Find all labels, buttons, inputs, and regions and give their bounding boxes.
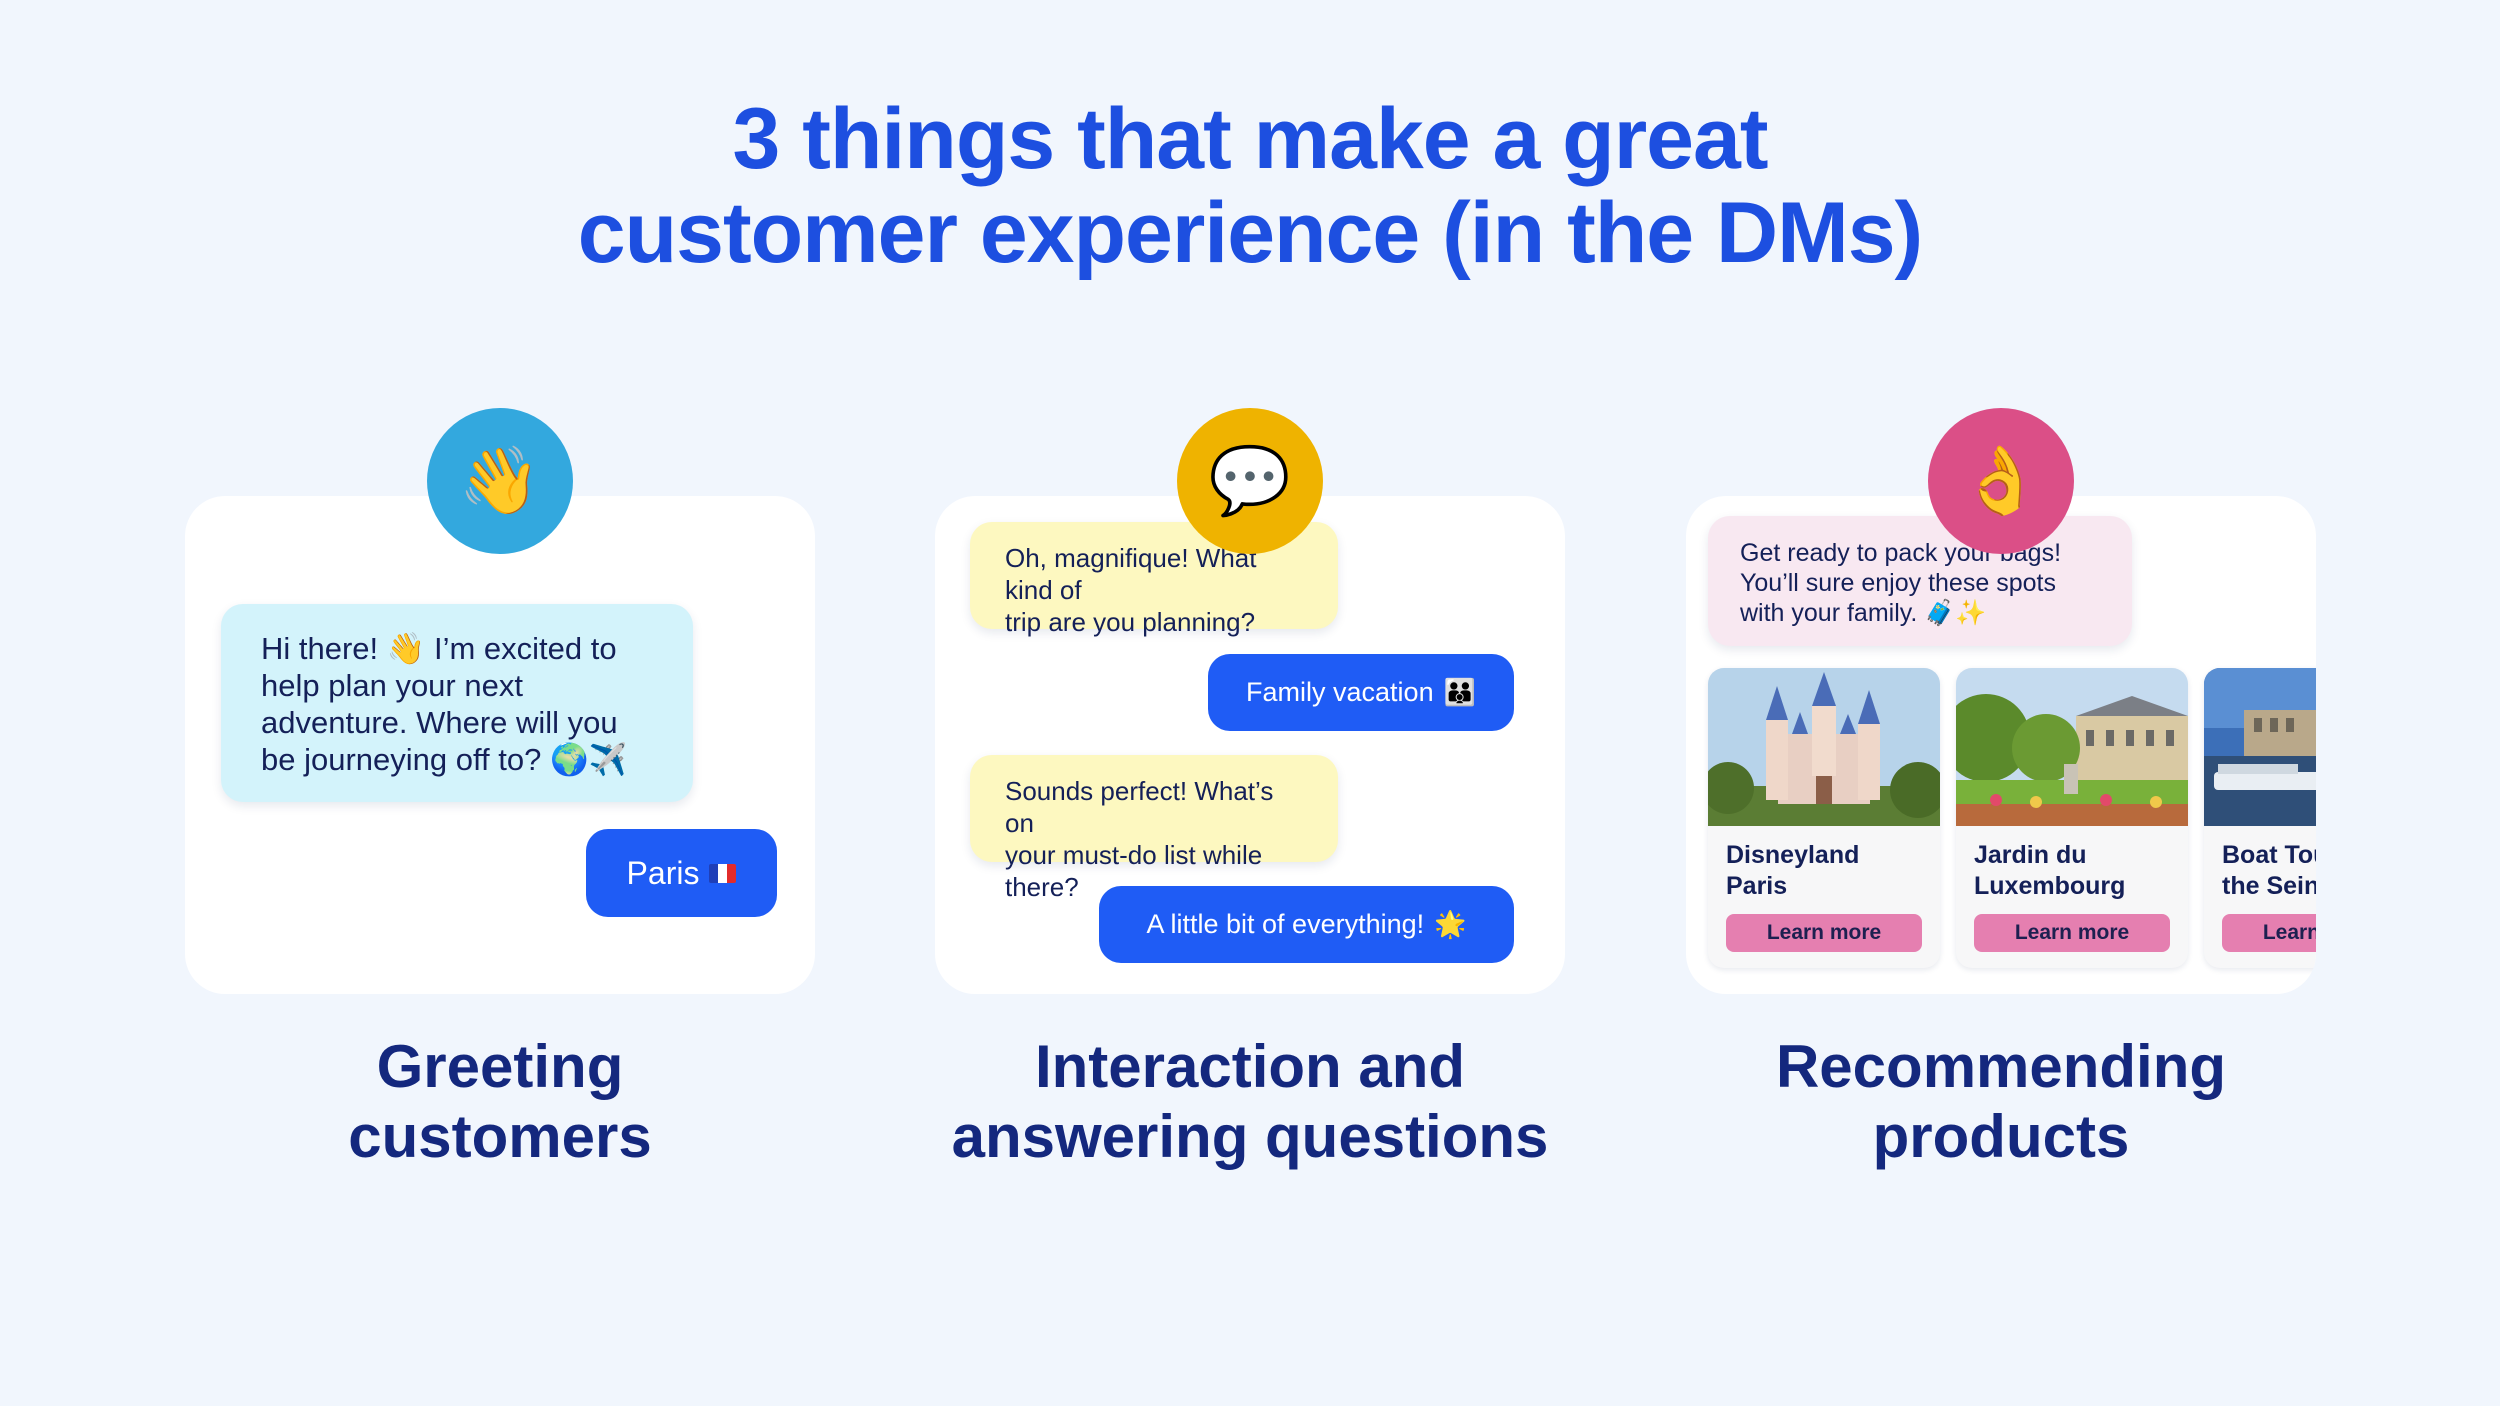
speech-balloon-icon: 💬 <box>1177 408 1323 554</box>
caption-line: products <box>1872 1103 2130 1170</box>
bot-message-bubble: Hi there! 👋 I’m excited to help plan you… <box>221 604 693 802</box>
badge-glyph: 👋 <box>458 442 542 519</box>
product-name-line: Jardin du <box>1974 841 2087 869</box>
user-message-text: A little bit of everything! <box>1146 909 1425 939</box>
bot-message-line: Sounds perfect! What’s on <box>1005 776 1274 838</box>
caption-line: Interaction and <box>1034 1033 1466 1100</box>
product-name-line: Paris <box>1726 872 1788 900</box>
user-message-bubble: Family vacation 👪 <box>1208 654 1514 731</box>
bot-message-line: your must-do list while there? <box>1005 840 1263 902</box>
title-line-2: customer experience (in the DMs) <box>577 185 1923 281</box>
section-caption: Recommending products <box>1651 1032 2351 1172</box>
section-caption: Interaction and answering questions <box>900 1032 1600 1172</box>
bot-message-bubble: Sounds perfect! What’s on your must-do l… <box>970 755 1338 902</box>
bot-message-line: be journeying off to? 🌍✈️ <box>261 742 628 777</box>
garden-image <box>1956 668 2188 826</box>
caption-line: Recommending <box>1775 1033 2227 1100</box>
product-name-line: the Seine <box>2222 872 2316 900</box>
caption-line: customers <box>348 1103 652 1170</box>
product-name-line: Disneyland <box>1726 841 1860 869</box>
family-emoji-icon: 👪 <box>1443 677 1476 708</box>
bot-message-line: help plan your next <box>261 668 523 703</box>
waving-hand-icon: 👋 <box>427 408 573 554</box>
bot-message-line: with your family. 🧳✨ <box>1740 599 1987 627</box>
greeting-card: Hi there! 👋 I’m excited to help plan you… <box>185 496 815 994</box>
bot-message-bubble: Get ready to pack your bags! You’ll sure… <box>1708 516 2132 646</box>
castle-image <box>1708 668 1940 826</box>
bot-message-line: adventure. Where will you <box>261 705 618 740</box>
product-name: Boat Tour the Seine <box>2222 840 2316 902</box>
product-name-line: Boat Tour <box>2222 841 2316 869</box>
product-card[interactable]: Boat Tour the Seine Learn more <box>2204 668 2316 968</box>
product-card[interactable]: Jardin du Luxembourg Learn more <box>1956 668 2188 968</box>
user-message-text: Family vacation <box>1246 677 1434 707</box>
user-message-bubble: Paris <box>586 829 777 917</box>
page-title: 3 things that make a great customer expe… <box>0 92 2500 280</box>
learn-more-button[interactable]: Learn more <box>1726 914 1922 952</box>
title-line-1: 3 things that make a great <box>732 91 1769 187</box>
product-name: Disneyland Paris <box>1726 840 1936 902</box>
learn-more-button[interactable]: Learn more <box>2222 914 2316 952</box>
badge-glyph: 💬 <box>1208 442 1292 519</box>
bot-message-line: Hi there! 👋 I’m excited to <box>261 631 617 666</box>
bot-message-line: You’ll sure enjoy these spots <box>1740 569 2056 597</box>
recommend-card: Get ready to pack your bags! You’ll sure… <box>1686 496 2316 994</box>
caption-line: Greeting <box>376 1033 624 1100</box>
bot-message-line: Oh, magnifique! What kind of <box>1005 543 1257 605</box>
user-message-text: Paris <box>626 854 700 891</box>
bot-message-line: trip are you planning? <box>1005 607 1256 637</box>
product-name: Jardin du Luxembourg <box>1974 840 2184 902</box>
river-image <box>2204 668 2316 826</box>
product-card[interactable]: Disneyland Paris Learn more <box>1708 668 1940 968</box>
ok-hand-icon: 👌 <box>1928 408 2074 554</box>
badge-glyph: 👌 <box>1959 442 2043 519</box>
interaction-card: Oh, magnifique! What kind of trip are yo… <box>935 496 1565 994</box>
product-name-line: Luxembourg <box>1974 872 2126 900</box>
bot-message-line: Get ready to pack your bags! <box>1740 539 2062 567</box>
star-emoji-icon: 🌟 <box>1434 909 1467 940</box>
france-flag-icon <box>709 863 737 883</box>
caption-line: answering questions <box>951 1103 1549 1170</box>
section-caption: Greeting customers <box>150 1032 850 1172</box>
user-message-bubble: A little bit of everything! 🌟 <box>1099 886 1514 963</box>
learn-more-button[interactable]: Learn more <box>1974 914 2170 952</box>
